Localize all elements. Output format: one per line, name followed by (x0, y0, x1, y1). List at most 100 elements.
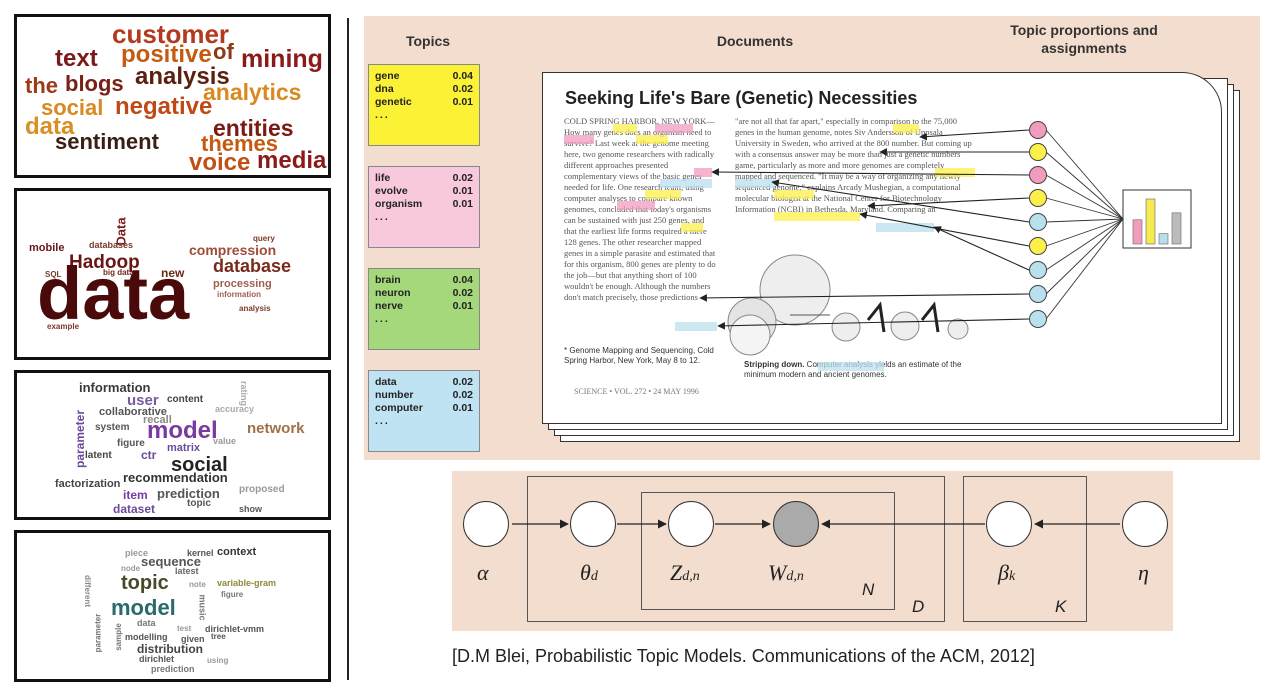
cloud-word: compression (189, 242, 277, 258)
topic-prob: 0.02 (452, 389, 473, 401)
cloud-word: show (239, 504, 263, 514)
assignment-arrow (699, 293, 1030, 302)
highlight-computer (660, 179, 712, 188)
topics-header: Topics (405, 33, 451, 49)
plate-d (527, 476, 945, 622)
cloud-word: model (147, 417, 218, 444)
highlight-computational (876, 223, 934, 232)
cloud-word: Hadoop (69, 252, 140, 273)
cloud-word: ctr (141, 448, 157, 462)
symbol-beta: βk (998, 560, 1015, 586)
assignment-arrow (859, 211, 1030, 247)
topic-word: organism (375, 198, 423, 210)
plate-n (641, 492, 895, 610)
cloud-word: entities (213, 115, 294, 141)
topic-word: gene (375, 70, 400, 82)
citation: [D.M Blei, Probabilistic Topic Models. C… (452, 646, 1035, 666)
proportion-link (1045, 218, 1124, 223)
highlight-organisms (617, 201, 655, 210)
topic-assignment-circle (1029, 189, 1047, 207)
cloud-word: positive (121, 41, 212, 68)
symbol-w: Wd,n (768, 560, 804, 586)
cloud-word: data (25, 113, 75, 140)
proportion-link (1045, 218, 1124, 320)
topic-word: computer (375, 402, 423, 414)
cloud-word: sequence (141, 554, 201, 569)
topic-prob: 0.02 (452, 172, 473, 184)
cloud-word: negative (115, 93, 213, 120)
word-highlights (564, 124, 975, 371)
topic-assignment-circle (1029, 285, 1047, 303)
document-footnote: * Genome Mapping and Sequencing, Cold Sp… (564, 346, 714, 365)
topic-word: life (375, 172, 391, 184)
cloud-word: content (167, 394, 204, 405)
topic-prob: 0.02 (452, 287, 473, 299)
figure-caption-text: Computer analysis yields an estimate of … (744, 360, 962, 379)
topic-prob: 0.01 (452, 96, 473, 108)
symbol-alpha: α (477, 560, 489, 585)
topic-assignment-circle (1029, 261, 1047, 279)
topic-ellipsis: ... (375, 313, 390, 325)
cloud-word: modelling (125, 632, 168, 642)
node-beta (986, 501, 1032, 547)
cloud-word: prediction (151, 664, 195, 674)
symbol-z-main: Z (670, 560, 683, 585)
topic-prob: 0.04 (452, 70, 473, 82)
highlight-genomes-2 (774, 190, 814, 199)
cloud-word: variable-gram (217, 578, 277, 588)
word-cloud-sequence: piece sequence kernel context node lates… (14, 530, 331, 682)
cloud-word: proposed (239, 484, 285, 495)
topic-word: data (375, 376, 397, 388)
cloud-word: processing (213, 278, 272, 290)
cloud-word: big data (103, 268, 134, 277)
symbol-z-sub: d,n (682, 569, 700, 584)
cloud-word: databases (89, 240, 134, 250)
proportion-bar (1145, 198, 1156, 245)
topic-assignment-circle (1029, 213, 1047, 231)
cloud-word: media (257, 147, 327, 174)
proportion-link (1045, 218, 1124, 271)
node-w-observed (773, 501, 819, 547)
topic-assignments (699, 121, 1124, 330)
cloud-word: note (189, 580, 206, 589)
documents-header: Documents (716, 33, 794, 49)
cloud-word: analysis (135, 63, 230, 90)
symbol-beta-main: β (998, 560, 1009, 585)
cloud-word: value (213, 436, 237, 446)
cloud-word: topic (121, 572, 169, 594)
figure-circle-large (759, 254, 831, 326)
assignment-arrow (919, 129, 1030, 141)
symbol-w-main: W (768, 560, 787, 585)
highlight-life (694, 168, 712, 177)
cloud-word: test (177, 624, 192, 633)
topic-ellipsis: ... (375, 415, 390, 427)
plate-label-d: D (912, 597, 925, 616)
word-cloud-data: Data mobile databases Hadoop compression… (14, 188, 331, 360)
cloud-word: kernel (187, 548, 214, 558)
cloud-word: dirichlet-vmm (205, 624, 265, 634)
cloud-word: node (121, 564, 141, 573)
topic-word: evolve (375, 185, 408, 197)
cloud-word: latest (175, 566, 199, 576)
cloud-word: mining (241, 45, 323, 73)
topic-prob: 0.01 (452, 402, 473, 414)
highlight-genome (636, 135, 668, 144)
cloud-word: customer (112, 19, 230, 49)
topic-assignment-circle (1029, 143, 1047, 161)
highlight-genomes (645, 190, 681, 199)
cloud-word: data (137, 618, 156, 628)
cloud-word: dataset (113, 502, 156, 516)
plate-k (963, 476, 1087, 622)
cloud-word: factorization (55, 478, 121, 490)
cloud-word: recall (143, 414, 172, 426)
proportion-link (1045, 197, 1124, 220)
highlight-genes-3 (893, 124, 919, 133)
node-theta (570, 501, 616, 547)
